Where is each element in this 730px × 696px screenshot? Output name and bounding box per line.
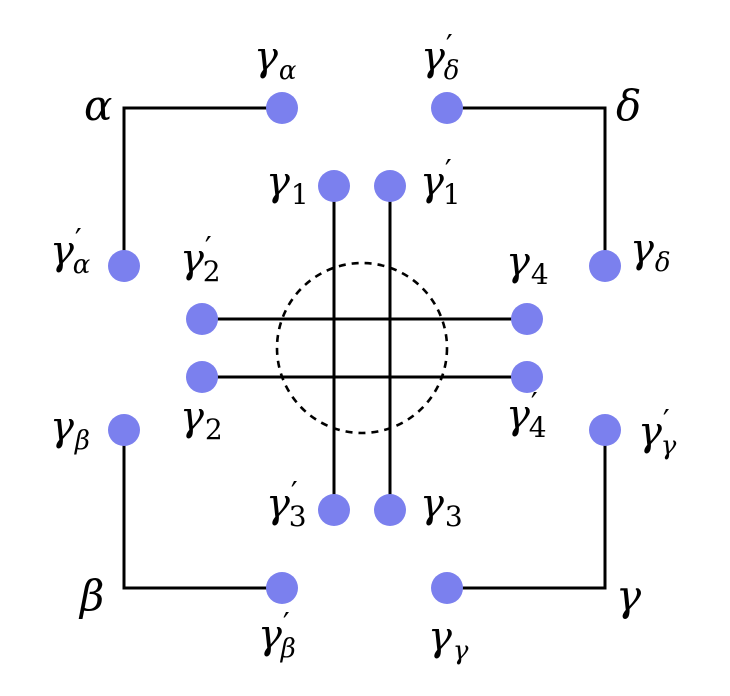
dot-gamma-3-prime [318, 494, 350, 526]
label-gamma-3-prime: γ′3 [266, 476, 307, 533]
dot-gamma-gamma-prime [589, 414, 621, 446]
dot-gamma-beta-prime [266, 572, 298, 604]
label-gamma-2: γ2 [180, 394, 223, 446]
wire-delta [447, 106, 607, 266]
dot-gamma-3 [374, 494, 406, 526]
dot-gamma-2 [186, 361, 218, 393]
dot-gamma-delta [589, 250, 621, 282]
label-gamma-gamma: γγ [428, 614, 469, 666]
label-gamma-delta: γδ [630, 226, 671, 278]
wire-beta [122, 430, 282, 590]
dot-gamma-delta-prime [431, 92, 463, 124]
label-gamma-delta-prime: γ′δ [421, 29, 459, 86]
dot-gamma-1-prime [374, 170, 406, 202]
label-gamma-4-prime: γ′4 [506, 387, 547, 444]
dot-gamma-4-prime [511, 361, 543, 393]
dot-gamma-beta [108, 414, 140, 446]
wire-gamma [447, 430, 607, 590]
label-gamma-alpha-prime: γ′α [50, 223, 91, 280]
dot-gamma-2-prime [186, 303, 218, 335]
label-gamma-gamma-prime: γ′γ [638, 404, 677, 461]
wire-alpha [122, 106, 282, 266]
label-gamma-3: γ3 [420, 481, 463, 533]
label-alpha: α [84, 81, 112, 130]
label-gamma-alpha: γα [254, 34, 297, 86]
label-gamma-2-prime: γ′2 [180, 231, 221, 288]
label-gamma-1: γ1 [266, 159, 309, 211]
label-gamma-beta-prime: γ′β [258, 607, 296, 664]
label-gamma-beta: γβ [50, 404, 90, 456]
label-gamma-1-prime: γ′1 [420, 154, 461, 211]
dot-gamma-gamma [431, 572, 463, 604]
label-delta: δ [616, 81, 641, 130]
label-beta: β [78, 571, 104, 620]
dot-gamma-4 [511, 303, 543, 335]
label-gamma-4: γ4 [506, 239, 549, 291]
dot-gamma-alpha-prime [108, 250, 140, 282]
label-gamma: γ [616, 571, 642, 620]
dashed-region-circle [275, 261, 449, 435]
dot-gamma-alpha [266, 92, 298, 124]
dot-gamma-1 [318, 170, 350, 202]
